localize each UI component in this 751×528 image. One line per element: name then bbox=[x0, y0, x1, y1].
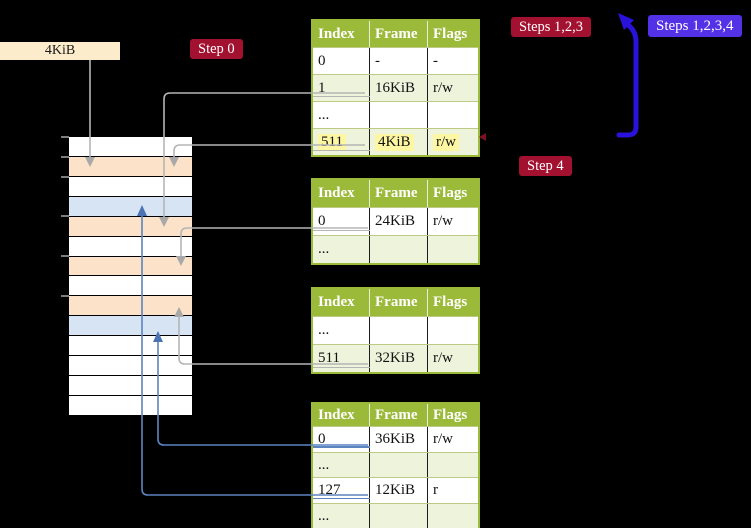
table-header-cell: Frame bbox=[369, 21, 427, 47]
table-cell: r/w bbox=[427, 345, 478, 372]
table-row: 511 4KiB r/w bbox=[313, 128, 478, 155]
badge-steps-123: Steps 1,2,3 bbox=[511, 17, 592, 37]
memory-frame-row-blue bbox=[69, 195, 192, 216]
table-cell: 1 bbox=[318, 79, 326, 96]
memory-frame-row-white bbox=[69, 375, 192, 395]
table-row: ... bbox=[313, 101, 478, 128]
memory-frame-row-peach bbox=[69, 155, 192, 176]
table-cell: 4KiB bbox=[369, 129, 427, 155]
table-cell: ... bbox=[318, 456, 330, 473]
table-cell bbox=[369, 317, 427, 344]
table-cell: 36KiB bbox=[369, 427, 427, 452]
table-cell: - bbox=[369, 48, 427, 74]
table-cell: r/w bbox=[427, 427, 478, 452]
table-cell: 0 bbox=[318, 430, 326, 447]
table-cell: 127 bbox=[318, 482, 341, 499]
table-cell bbox=[427, 452, 478, 478]
recursive-loop-arrow bbox=[616, 13, 639, 138]
table-cell: ... bbox=[318, 322, 330, 338]
table-cell bbox=[369, 452, 427, 478]
badge-step-0: Step 0 bbox=[190, 39, 243, 59]
memory-frame-row-white bbox=[69, 235, 192, 256]
table-row: ... bbox=[313, 451, 478, 478]
row511-pointer-tick bbox=[479, 133, 486, 141]
memory-frame-row-white bbox=[69, 137, 192, 156]
table-cell: 32KiB bbox=[369, 345, 427, 372]
table-cell: 0 bbox=[318, 213, 326, 229]
table-cell: 511 bbox=[313, 129, 369, 155]
table-cell: r/w bbox=[427, 208, 478, 235]
table-header-cell: Flags bbox=[427, 180, 478, 207]
table-cell: ... bbox=[318, 241, 330, 257]
frame-size-text: 4KiB bbox=[44, 43, 76, 58]
memory-tick-marks bbox=[61, 136, 69, 297]
table-cell: 16KiB bbox=[369, 75, 427, 101]
table-cell: 12KiB bbox=[369, 478, 427, 504]
table-cell: 0 bbox=[318, 52, 326, 69]
table-header-cell: Frame bbox=[369, 404, 427, 426]
memory-frame-row-peach bbox=[69, 295, 192, 316]
table-header-cell: Index bbox=[318, 25, 355, 42]
memory-frame-row-white bbox=[69, 394, 192, 415]
memory-frame-row-white bbox=[69, 275, 192, 296]
highlighted-value: 511 bbox=[318, 133, 346, 151]
table-header-cell: Index bbox=[318, 406, 355, 423]
badge-step-4: Step 4 bbox=[519, 156, 572, 176]
table-cell bbox=[369, 504, 427, 528]
highlighted-value: 4KiB bbox=[375, 133, 414, 151]
table-cell: ... bbox=[318, 507, 330, 524]
table-row: ... bbox=[313, 503, 478, 528]
table-cell: r/w bbox=[427, 75, 478, 101]
table-cell bbox=[427, 102, 478, 128]
highlighted-value: r/w bbox=[433, 133, 459, 151]
table-header-cell: Frame bbox=[369, 180, 427, 207]
memory-frame-row-white bbox=[69, 355, 192, 376]
table-cell bbox=[427, 504, 478, 528]
table-cell: r bbox=[427, 478, 478, 504]
memory-frame-row-peach bbox=[69, 255, 192, 276]
table-cell: 511 bbox=[318, 350, 340, 366]
table-row: 0 -- bbox=[313, 47, 478, 74]
table-cell bbox=[427, 317, 478, 344]
table-cell: r/w bbox=[427, 129, 478, 155]
badge-steps-1234: Steps 1,2,3,4 bbox=[648, 15, 742, 37]
table-cell: 24KiB bbox=[369, 208, 427, 235]
table-header-cell: Flags bbox=[427, 404, 478, 426]
table-cell bbox=[369, 236, 427, 263]
table-header-cell: Frame bbox=[369, 289, 427, 316]
memory-column bbox=[69, 137, 192, 415]
table-row: ... bbox=[313, 235, 478, 263]
memory-frame-row-white bbox=[69, 175, 192, 196]
table-row: ... bbox=[313, 316, 478, 344]
memory-frame-row-white bbox=[69, 335, 192, 356]
table-header-cell: Flags bbox=[427, 21, 478, 47]
memory-frame-row-blue bbox=[69, 315, 192, 336]
table-cell: - bbox=[427, 48, 478, 74]
table-header-cell: Flags bbox=[427, 289, 478, 316]
frame-size-label: 4KiB bbox=[0, 42, 120, 60]
table-cell bbox=[427, 236, 478, 263]
table-cell: ... bbox=[318, 106, 330, 123]
table-header-cell: Index bbox=[318, 294, 355, 310]
table-cell bbox=[369, 102, 427, 128]
table-header-cell: Index bbox=[318, 185, 355, 201]
memory-frame-row-peach bbox=[69, 215, 192, 236]
